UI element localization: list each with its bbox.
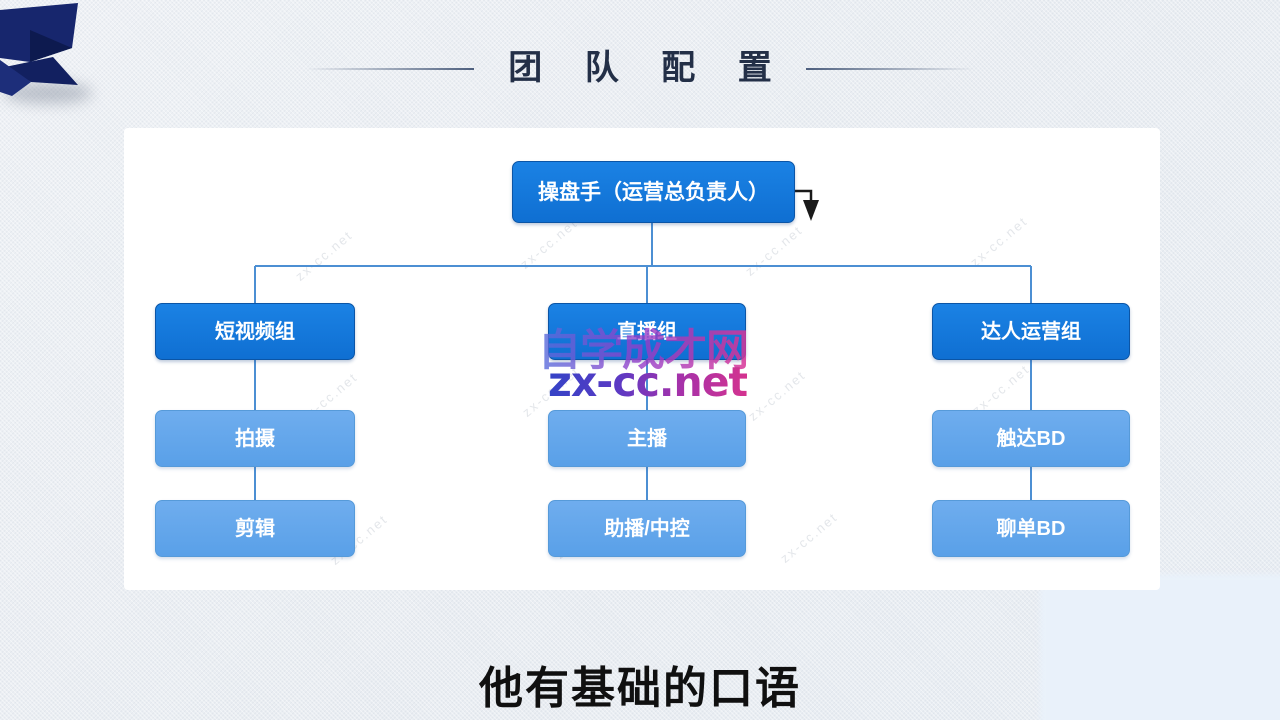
org-node-reach-bd: 触达BD [932, 410, 1130, 467]
ribbon-decoration-icon [0, 3, 78, 96]
org-node-assistant-host: 助播/中控 [548, 500, 746, 557]
org-node-shooting: 拍摄 [155, 410, 355, 467]
slide-header: 团队配置 [0, 48, 1280, 88]
org-node-influencer-head: 达人运营组 [932, 303, 1130, 360]
video-subtitle-caption: 他有基础的口语 [479, 663, 801, 714]
connector-lines [254, 189, 1032, 500]
org-node-host: 主播 [548, 410, 746, 467]
org-node-livestream-head: 直播组 [548, 303, 746, 360]
title-rule-right [805, 67, 974, 70]
background-highlight [1040, 574, 1280, 720]
org-chart-card: zx-cc.net zx-cc.net zx-cc.net zx-cc.net … [124, 128, 1160, 590]
annotation-arrow-icon [795, 189, 819, 221]
ribbon-shadow [4, 82, 92, 104]
org-node-short-video-head: 短视频组 [155, 303, 355, 360]
watermark-site-name: 自学成才网 [538, 316, 749, 378]
title-rule-left [306, 67, 475, 70]
watermark-site-url: zx-cc.net [548, 358, 748, 406]
org-node-chat-bd: 聊单BD [932, 500, 1130, 557]
page-title: 团队配置 [508, 48, 815, 88]
org-node-editing: 剪辑 [155, 500, 355, 557]
org-node-root: 操盘手（运营总负责人） [512, 161, 795, 223]
